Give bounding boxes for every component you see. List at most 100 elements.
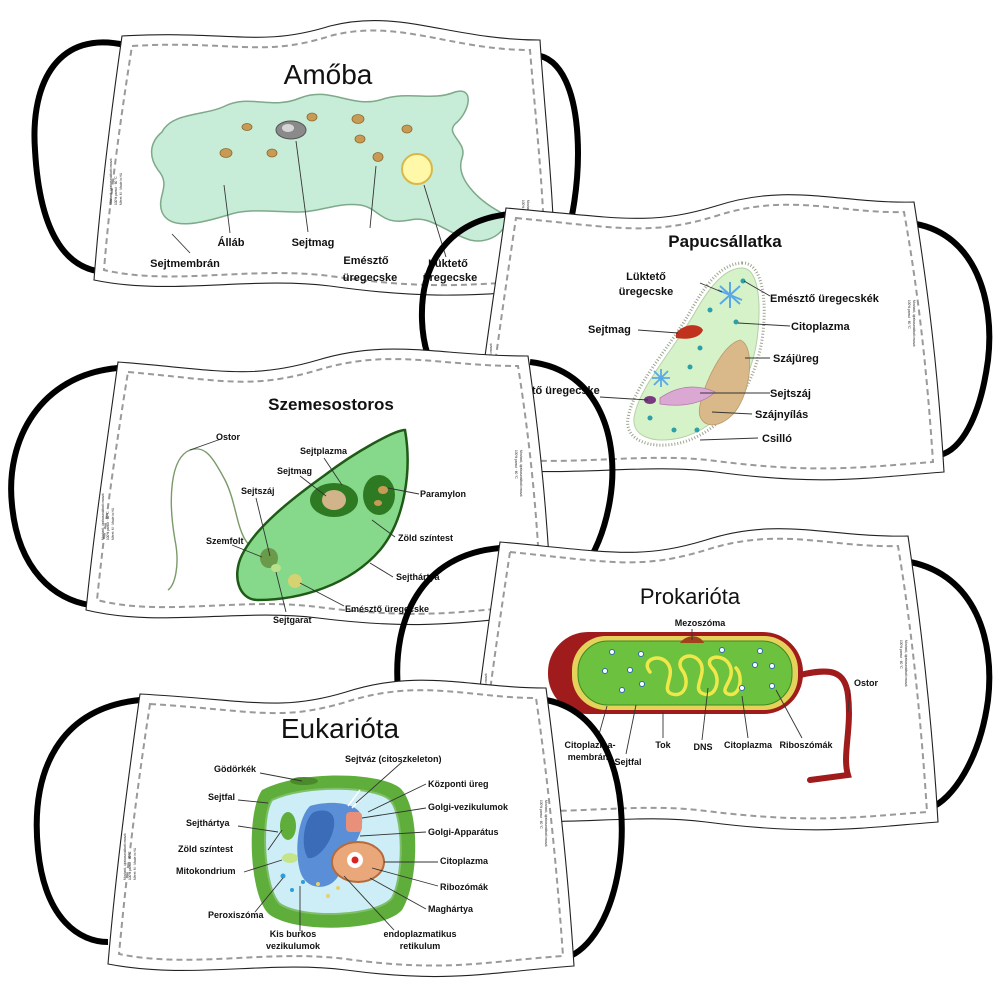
eukaryote-peroxisomes <box>280 873 305 892</box>
paramecium-food-vacuole <box>644 396 656 404</box>
mask-amoeba-left-strap <box>31 39 126 275</box>
euglena-eyespot <box>260 548 278 568</box>
amoeba-contractile-vacuole <box>401 153 433 185</box>
eukaryote-label-er-1: endoplazmatikus <box>383 929 456 939</box>
svg-text:Méret: M · Made in HU: Méret: M · Made in HU <box>111 507 115 540</box>
paramecium-title: Papucsállatka <box>668 232 782 251</box>
mask-amoeba-fineprint-left: Mosható, újrahasználható maszk 100% pamu… <box>109 158 123 205</box>
euglena-flagellum <box>167 448 263 591</box>
euglena-label-eyespot: Szemfolt <box>206 536 244 546</box>
eukaryote-label-golgi-vesicles: Golgi-vezikulumok <box>428 802 509 812</box>
paramecium-cytopharynx-leader <box>711 411 753 415</box>
prokaryote-cell-wall-leader <box>625 704 637 755</box>
euglena-chloroplast <box>363 475 395 515</box>
euglena-label-flagellum: Ostor <box>216 432 241 442</box>
paramecium-contractile-leader <box>699 282 723 293</box>
svg-text:Mosható, újrahasználható maszk: Mosható, újrahasználható maszk <box>109 158 113 205</box>
euglena-gullet-shape <box>271 564 281 572</box>
mask-eukaryote-stitching <box>117 689 565 967</box>
paramecium-digestive-leader <box>743 280 771 297</box>
euglena-paramylon-1 <box>378 486 388 494</box>
eukaryote-chloroplast-leader <box>267 829 283 851</box>
mask-paramecium-right-strap <box>915 221 993 458</box>
mask-paramecium-fineprint-right: Mosható, újrahasználható maszk 100% pamu… <box>907 300 916 347</box>
prokaryote-dna-leader <box>701 687 709 741</box>
paramecium-cytoplasm-leader <box>737 322 791 327</box>
paramecium-cilia <box>626 261 766 447</box>
paramecium-label-cytopharynx: Szájnyílás <box>755 409 808 421</box>
eukaryote-chloroplast <box>280 812 296 840</box>
paramecium-label-cilia: Csilló <box>762 433 792 445</box>
eukaryote-peroxisome-leader <box>254 877 284 913</box>
euglena-paramylon-2 <box>374 500 382 506</box>
mask-amoeba: Mosható, újrahasználható maszk 100% pamu… <box>31 19 581 296</box>
eukaryote-label-cytoplasm: Citoplazma <box>440 856 489 866</box>
prokaryote-cytoplasm-leader <box>741 695 749 739</box>
paramecium-label-nucleus: Sejtmag <box>588 324 631 336</box>
amoeba-food-vacuoles <box>219 112 413 162</box>
mask-eukaryote-fineprint-left: Mosható, újrahasználható maszk 100% pamu… <box>123 833 137 880</box>
eukaryote-central-vacuole-leader <box>367 783 427 813</box>
eukaryote-cell-wall-leader <box>237 799 269 804</box>
euglena-label-vacuole: Emésztő üregecske <box>345 604 429 614</box>
prokaryote-flagellum-leader <box>847 689 851 713</box>
paramecium-contractile-star-2 <box>652 369 670 387</box>
eukaryote-label-vesicles-2: vezikulumok <box>266 941 321 951</box>
svg-text:100% pamut · 60 °C: 100% pamut · 60 °C <box>128 851 132 880</box>
prokaryote-ribosomes <box>602 647 775 693</box>
euglena-flagellum-leader <box>189 438 222 451</box>
euglena-label-chloroplast: Zöld színtest <box>398 533 453 543</box>
svg-text:100% pamut · 60 °C: 100% pamut · 60 °C <box>899 640 903 669</box>
euglena-gullet-leader <box>275 571 287 613</box>
euglena-label-cytostome: Sejtszáj <box>241 486 275 496</box>
amoeba-label-membrane: Sejtmembrán <box>150 258 220 270</box>
euglena-label-nucleus: Sejtmag <box>277 466 312 476</box>
mask-prokaryote-fineprint-right: Mosható, újrahasználható maszk 100% pamu… <box>899 640 908 687</box>
paramecium-cytostome <box>659 386 716 406</box>
mask-prokaryote: Mosható, újrahasználható maszk 100% pamu… <box>394 528 993 831</box>
euglena-chloroplast-leader <box>371 519 396 538</box>
euglena-nucleus-leader <box>299 475 327 497</box>
paramecium-nucleus <box>676 325 703 339</box>
paramecium-digestive-vacuoles <box>647 278 746 433</box>
eukaryote-label-pits: Gödörkék <box>214 764 257 774</box>
eukaryote-label-mitochondrion: Mitokondrium <box>176 866 236 876</box>
euglena-body-shape <box>236 428 409 602</box>
eukaryote-cytoskeleton-leader <box>355 761 403 804</box>
mask-euglena-fineprint-left: Mosható, újrahasználható maszk 100% pamu… <box>101 493 115 540</box>
mask-eukaryote-right-strap <box>545 697 625 961</box>
prokaryote-label-mesosome: Mezoszóma <box>675 618 727 628</box>
mask-prokaryote-right-strap <box>909 559 993 811</box>
eukaryote-label-membrane: Sejthártya <box>186 818 231 828</box>
eukaryote-er-leader <box>343 875 395 931</box>
paramecium-food-vacuole-leader <box>599 396 649 401</box>
prokaryote-label-ribosomes: Riboszómák <box>779 740 833 750</box>
prokaryote-ribosomes-leader <box>775 689 803 739</box>
euglena-label-gullet: Sejtgarat <box>273 615 312 625</box>
eukaryote-label-ribosomes: Ribozómák <box>440 882 489 892</box>
eukaryote-label-vesicles-1: Kis burkos <box>270 929 317 939</box>
paramecium-label-oral-groove: Szájüreg <box>773 353 819 365</box>
amoeba-digestive-leader <box>369 165 377 229</box>
amoeba-label-contractile-2: üregecske <box>423 272 477 284</box>
mask-euglena-left-strap <box>8 365 119 608</box>
eukaryote-ribosomes-leader <box>371 867 439 887</box>
amoeba-nucleolus <box>282 124 294 132</box>
amoeba-nucleus-leader <box>295 140 309 233</box>
eukaryote-title: Eukarióta <box>281 713 400 744</box>
prokaryote-label-membrane-2: membrán <box>568 752 609 762</box>
prokaryote-label-capsule: Tok <box>655 740 671 750</box>
amoeba-label-contractile-1: Lüktető <box>428 258 468 270</box>
svg-text:Méret: M · Made in HU: Méret: M · Made in HU <box>119 172 123 205</box>
eukaryote-pits-leader <box>259 772 303 782</box>
paramecium-nucleus-leader <box>637 329 679 334</box>
mask-eukaryote-fineprint-right: Mosható, újrahasználható maszk 100% pamu… <box>539 800 548 847</box>
eukaryote-label-peroxisome: Peroxiszóma <box>208 910 265 920</box>
paramecium-label-cytostome: Sejtszáj <box>770 388 811 400</box>
eukaryote-label-nuclear-envelope: Maghártya <box>428 904 474 914</box>
eukaryote-vesicles <box>316 882 340 898</box>
mask-eukaryote-left-strap <box>33 697 141 945</box>
eukaryote-nuclear-envelope-leader <box>369 877 427 910</box>
paramecium-oral-groove <box>698 339 751 426</box>
